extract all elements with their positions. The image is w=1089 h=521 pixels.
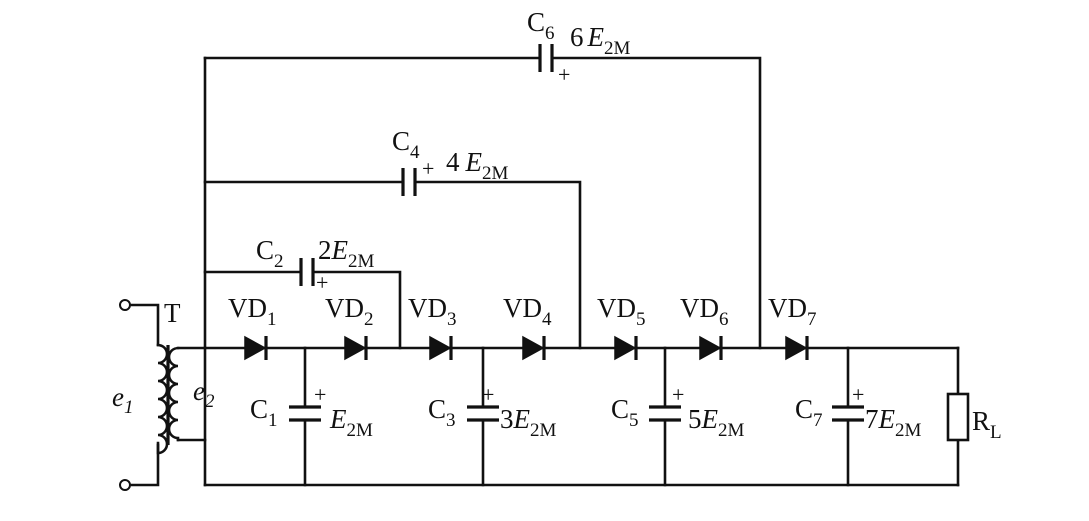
diode-vd7 xyxy=(785,335,809,361)
secondary-winding xyxy=(167,346,180,442)
c4-plus-sign: + xyxy=(422,156,434,181)
c7-label: C7 xyxy=(795,394,823,431)
diodes xyxy=(244,335,809,361)
c2-plus-sign: + xyxy=(316,270,328,295)
vd3-label: VD3 xyxy=(408,293,457,330)
input-terminal-bottom xyxy=(119,479,131,491)
capacitor-c3: + C3 3E2M xyxy=(428,382,557,441)
c3-label: C3 xyxy=(428,394,456,431)
c6-right-wire xyxy=(550,56,762,350)
capacitor-c7: + C7 7E2M xyxy=(795,382,922,441)
c2-right-wire xyxy=(311,270,402,350)
diode-labels: VD1 VD2 VD3 VD4 VD5 VD6 VD7 xyxy=(228,293,817,330)
diode-vd6-anode-triangle xyxy=(699,335,722,361)
vd2-label: VD2 xyxy=(325,293,374,330)
transformer: T e1 e2 xyxy=(112,298,215,491)
c1-label: C1 xyxy=(250,394,278,431)
diode-vd7-anode-triangle xyxy=(785,335,808,361)
vd7-label: VD7 xyxy=(768,293,817,330)
load-resistor-body xyxy=(946,392,970,442)
diode-vd1-anode-triangle xyxy=(244,335,267,361)
diode-vd3 xyxy=(429,335,453,361)
primary-bottom-lead xyxy=(130,443,160,487)
diode-vd6 xyxy=(699,335,723,361)
transformer-label: T xyxy=(164,298,181,328)
primary-voltage-label: e1 xyxy=(112,382,133,418)
capacitor-c2: + C2 2E2M xyxy=(256,235,375,295)
c5-plus-sign: + xyxy=(672,382,684,407)
c5-voltage: 5E2M xyxy=(688,404,745,441)
load-label: RL xyxy=(972,406,1002,443)
c1-voltage: E2M xyxy=(329,404,373,441)
c5-label: C5 xyxy=(611,394,639,431)
c3-voltage: 3E2M xyxy=(500,404,557,441)
diode-vd1 xyxy=(244,335,268,361)
c6-plus-sign: + xyxy=(558,62,570,87)
c7-plus-sign: + xyxy=(852,382,864,407)
diode-vd4-anode-triangle xyxy=(522,335,545,361)
primary-top-lead xyxy=(130,303,160,347)
c4-right-wire xyxy=(413,180,582,350)
c2-voltage: 2E2M xyxy=(318,235,375,272)
vd5-label: VD5 xyxy=(597,293,646,330)
c7-voltage: 7E2M xyxy=(865,404,922,441)
vd4-label: VD4 xyxy=(503,293,552,330)
primary-winding xyxy=(156,343,169,455)
secondary-voltage-label: e2 xyxy=(193,376,215,412)
c2-label: C2 xyxy=(256,235,284,272)
diode-vd5-anode-triangle xyxy=(614,335,637,361)
diode-vd4 xyxy=(522,335,546,361)
wiring xyxy=(130,56,960,487)
c6-label: C6 xyxy=(527,7,555,44)
vd1-label: VD1 xyxy=(228,293,277,330)
vd6-label: VD6 xyxy=(680,293,729,330)
input-terminal-top xyxy=(119,299,131,311)
capacitor-c1: + C1 E2M xyxy=(250,382,373,441)
diode-vd2 xyxy=(344,335,368,361)
diode-vd5 xyxy=(614,335,638,361)
c4-label: C4 xyxy=(392,126,420,163)
capacitor-c5: + C5 5E2M xyxy=(611,382,745,441)
diode-vd2-anode-triangle xyxy=(344,335,367,361)
c1-plus-sign: + xyxy=(314,382,326,407)
load-resistor: RL xyxy=(946,392,1002,443)
c3-plus-sign: + xyxy=(482,382,494,407)
diode-vd3-anode-triangle xyxy=(429,335,452,361)
